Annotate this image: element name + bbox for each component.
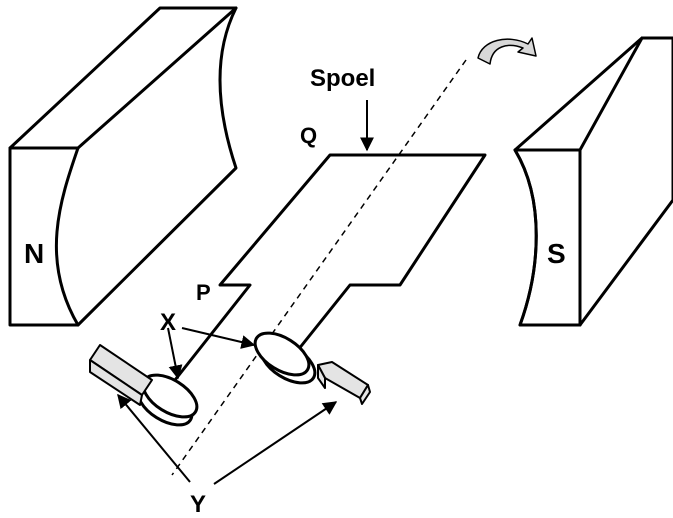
pointer-y-right bbox=[213, 401, 338, 485]
slip-ring-left bbox=[136, 373, 199, 427]
label-point-q: Q bbox=[300, 123, 317, 148]
pointer-x-right bbox=[181, 327, 256, 349]
label-north-pole: N bbox=[24, 238, 44, 269]
north-magnet bbox=[8, 6, 238, 327]
label-south-pole: S bbox=[547, 238, 566, 269]
pointer-y-left bbox=[117, 393, 191, 483]
pointer-x-left bbox=[167, 327, 183, 380]
brush-left bbox=[89, 344, 153, 406]
label-point-p: P bbox=[196, 280, 211, 305]
brush-right bbox=[317, 361, 371, 405]
south-magnet bbox=[513, 36, 673, 327]
label-brushes: Y bbox=[190, 491, 206, 518]
rotation-axis bbox=[171, 59, 467, 476]
label-slip-rings: X bbox=[160, 309, 176, 336]
coil bbox=[173, 153, 487, 382]
slip-ring-right bbox=[253, 331, 317, 385]
label-coil: Spoel bbox=[310, 65, 375, 92]
curved-rotation-arrow-icon bbox=[477, 37, 537, 65]
